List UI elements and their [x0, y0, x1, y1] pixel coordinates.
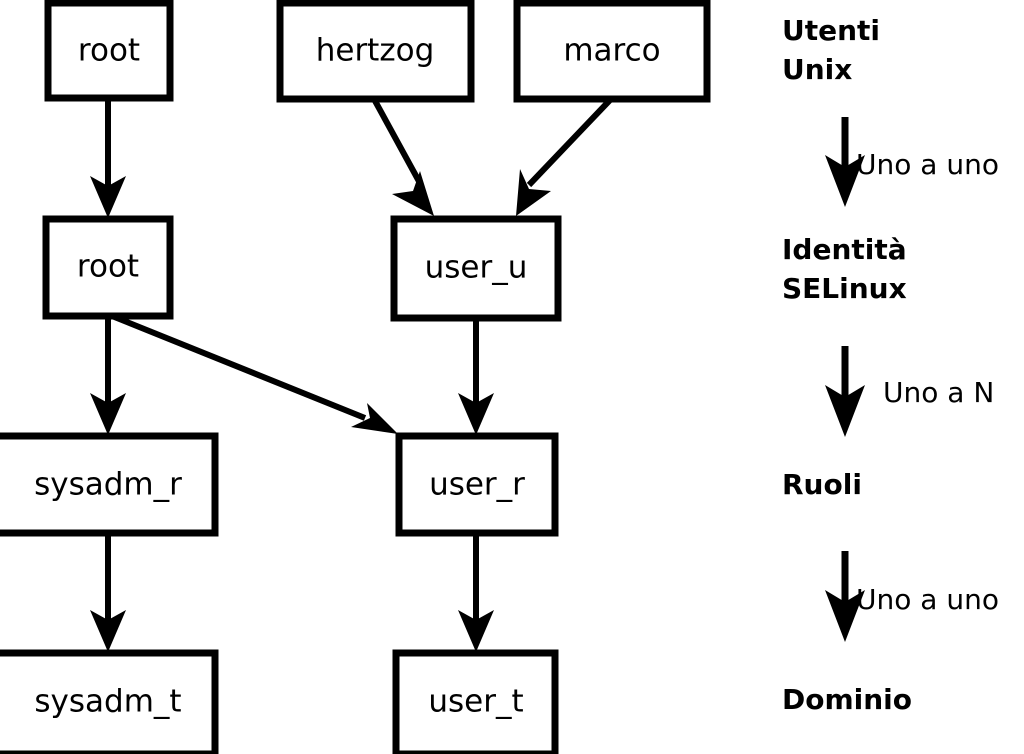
edge-user-u-to-user-r [458, 318, 494, 435]
node-label: root [77, 249, 139, 285]
node-identity-user-u[interactable]: user_u [390, 215, 562, 322]
edge-user-r-to-user-t [458, 533, 494, 652]
legend-arrow-role-to-domain: Uno a uno [825, 551, 999, 642]
node-label: marco [563, 33, 660, 69]
node-label: sysadm_t [34, 684, 181, 720]
node-role-user-r[interactable]: user_r [395, 432, 559, 537]
legend-arrow-identity-to-role: Uno a N [825, 346, 994, 437]
legend-stage-line1: Identità [782, 233, 907, 266]
node-label: root [78, 33, 140, 69]
legend-stage-line1: Utenti [782, 14, 880, 47]
legend-stage-domain: Dominio [782, 683, 912, 716]
edge-marco-to-user-u [516, 96, 614, 216]
edge-identity-root-to-sysadm-r [90, 316, 126, 435]
node-domain-user-t[interactable]: user_t [392, 649, 559, 754]
legend-stage-unix-user: Utenti Unix [782, 14, 880, 86]
node-label: hertzog [316, 33, 435, 69]
node-role-sysadm-r[interactable]: sysadm_r [0, 432, 219, 537]
node-label: user_t [428, 684, 523, 720]
node-unix-marco[interactable]: marco [513, 0, 711, 103]
legend-relation-label: Uno a uno [856, 583, 999, 616]
legend-stage-line1: Dominio [782, 683, 912, 716]
legend-stage-line1: Ruoli [782, 468, 862, 501]
edge-identity-root-to-user-r [110, 313, 398, 434]
legend-stage-line2: SELinux [782, 272, 907, 305]
legend-relation-label: Uno a N [883, 376, 994, 409]
legend-stage-line2: Unix [782, 53, 852, 86]
edge-unix-root-to-identity-root [90, 98, 126, 218]
legend-arrow-unix-to-identity: Uno a uno [825, 117, 999, 207]
node-unix-root[interactable]: root [44, 0, 174, 102]
edge-hertzog-to-user-u [371, 97, 434, 216]
node-label: user_u [425, 250, 528, 286]
edge-sysadm-r-to-sysadm-t [90, 533, 126, 652]
node-label: user_r [429, 467, 525, 503]
legend-stage-selinux-identity: Identità SELinux [782, 233, 907, 305]
node-label: sysadm_r [34, 467, 182, 503]
node-identity-root[interactable]: root [42, 215, 174, 320]
legend-relation-label: Uno a uno [856, 148, 999, 181]
node-domain-sysadm-t[interactable]: sysadm_t [0, 649, 219, 754]
legend-stage-role: Ruoli [782, 468, 862, 501]
node-unix-hertzog[interactable]: hertzog [276, 0, 475, 103]
